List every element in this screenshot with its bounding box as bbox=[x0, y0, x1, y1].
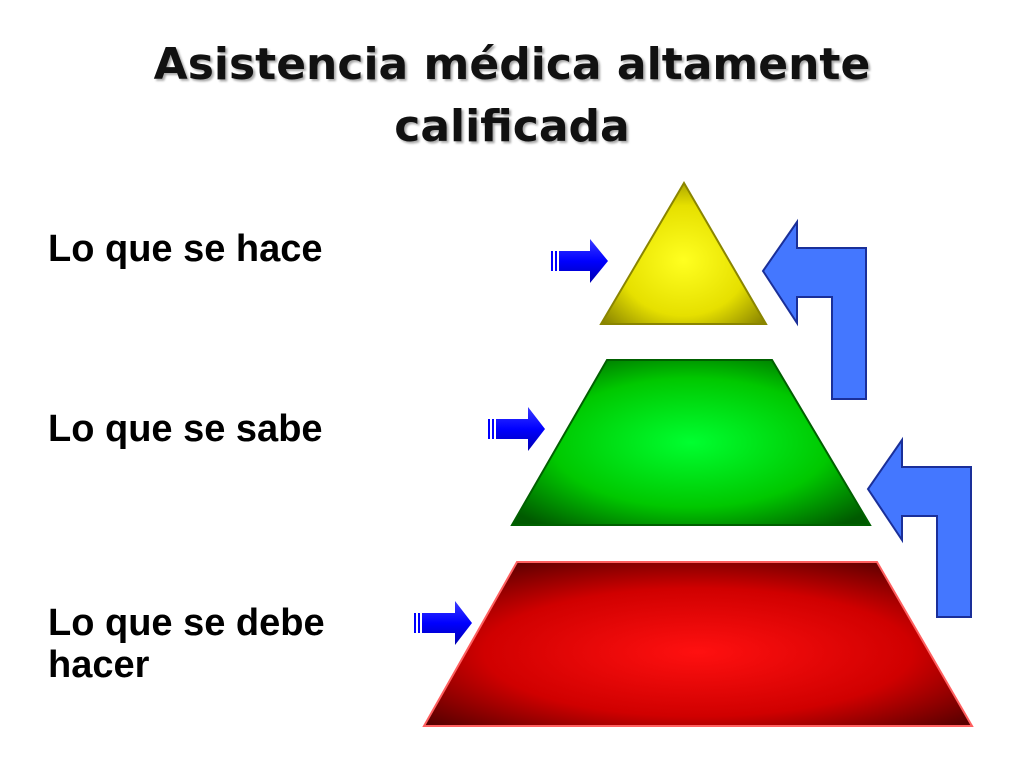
title-line-1: Asistencia médica altamente bbox=[153, 39, 871, 90]
level-label-top: Lo que se hace bbox=[48, 228, 323, 270]
pyramid-middle-trapezoid bbox=[510, 359, 872, 526]
pyramid-bottom-trapezoid bbox=[422, 561, 974, 727]
pointer-arrow-top-icon bbox=[551, 239, 608, 283]
return-arrow-lower-icon bbox=[866, 436, 972, 618]
pyramid-top-triangle bbox=[599, 181, 768, 325]
title-line-2: calificada bbox=[394, 101, 630, 152]
pointer-arrow-bottom-icon bbox=[414, 601, 472, 645]
return-arrow-upper-icon bbox=[761, 218, 867, 400]
level-label-middle: Lo que se sabe bbox=[48, 408, 323, 450]
level-label-bottom: Lo que se debe hacer bbox=[48, 602, 325, 686]
slide-title: Asistencia médica altamente calificada bbox=[0, 34, 1024, 158]
pointer-arrow-middle-icon bbox=[488, 407, 545, 451]
